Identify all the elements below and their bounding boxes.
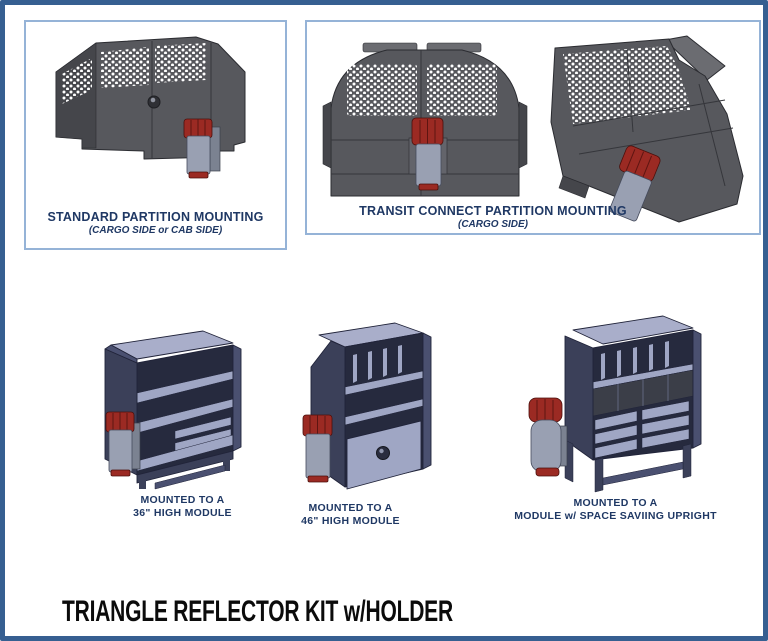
module-upright-caption-block: MOUNTED TO A MODULE w/ SPACE SAVIING UPR… (483, 497, 748, 523)
reflector-holder-icon (105, 411, 141, 477)
transit-partition-caption-block: TRANSIT CONNECT PARTITION MOUNTING (CARG… (307, 204, 679, 230)
mesh-panel (101, 47, 149, 88)
mesh-panel (427, 64, 497, 116)
module-space-saving-upright-illustration-icon (528, 315, 702, 493)
module-36-high-illustration-icon (104, 330, 242, 490)
transit-partition-front-illustration-icon (322, 42, 528, 197)
transit-partition-subcaption: (CARGO SIDE) (458, 219, 528, 230)
transit-partition-box: TRANSIT CONNECT PARTITION MOUNTING (CARG… (305, 20, 761, 235)
module-upright-caption-line1: MOUNTED TO A (573, 497, 658, 509)
mesh-panel (347, 64, 417, 116)
reflector-holder-icon (183, 118, 221, 179)
reflector-holder-icon (609, 145, 661, 222)
page-title: TRIANGLE REFLECTOR KIT w/HOLDER (62, 595, 453, 628)
module-36-caption-line2: 36" HIGH MODULE (133, 507, 232, 519)
module-36-caption-block: MOUNTED TO A 36" HIGH MODULE (85, 494, 280, 520)
module-46-high-illustration-icon (302, 322, 432, 490)
partition-body (550, 35, 744, 223)
standard-partition-box: STANDARD PARTITION MOUNTING (CARGO SIDE … (24, 20, 287, 250)
reflector-holder-icon (528, 397, 568, 477)
module-upright-caption-line2: MODULE w/ SPACE SAVIING UPRIGHT (514, 510, 717, 522)
standard-partition-subcaption: (CARGO SIDE or CAB SIDE) (88, 225, 223, 236)
reflector-holder-icon (302, 414, 333, 483)
mesh-panel (62, 58, 92, 104)
module-36-caption-line1: MOUNTED TO A (140, 494, 225, 506)
drawer-knob (376, 446, 390, 460)
standard-partition-illustration-icon (55, 36, 246, 179)
partition-body (55, 36, 246, 160)
module-46-caption-line1: MOUNTED TO A (308, 502, 393, 514)
mesh-panel (155, 43, 206, 83)
mesh-panel (563, 46, 691, 124)
transit-partition-angled-illustration-icon (550, 35, 744, 223)
reflector-holder-icon (408, 117, 448, 191)
module-body (564, 315, 702, 493)
transit-partition-caption: TRANSIT CONNECT PARTITION MOUNTING (359, 204, 627, 218)
standard-partition-caption-block: STANDARD PARTITION MOUNTING (CARGO SIDE … (26, 210, 285, 236)
standard-partition-caption: STANDARD PARTITION MOUNTING (47, 210, 264, 224)
module-46-caption-line2: 46" HIGH MODULE (301, 515, 400, 527)
module-46-caption-block: MOUNTED TO A 46" HIGH MODULE (253, 502, 448, 528)
module-body (104, 330, 242, 490)
